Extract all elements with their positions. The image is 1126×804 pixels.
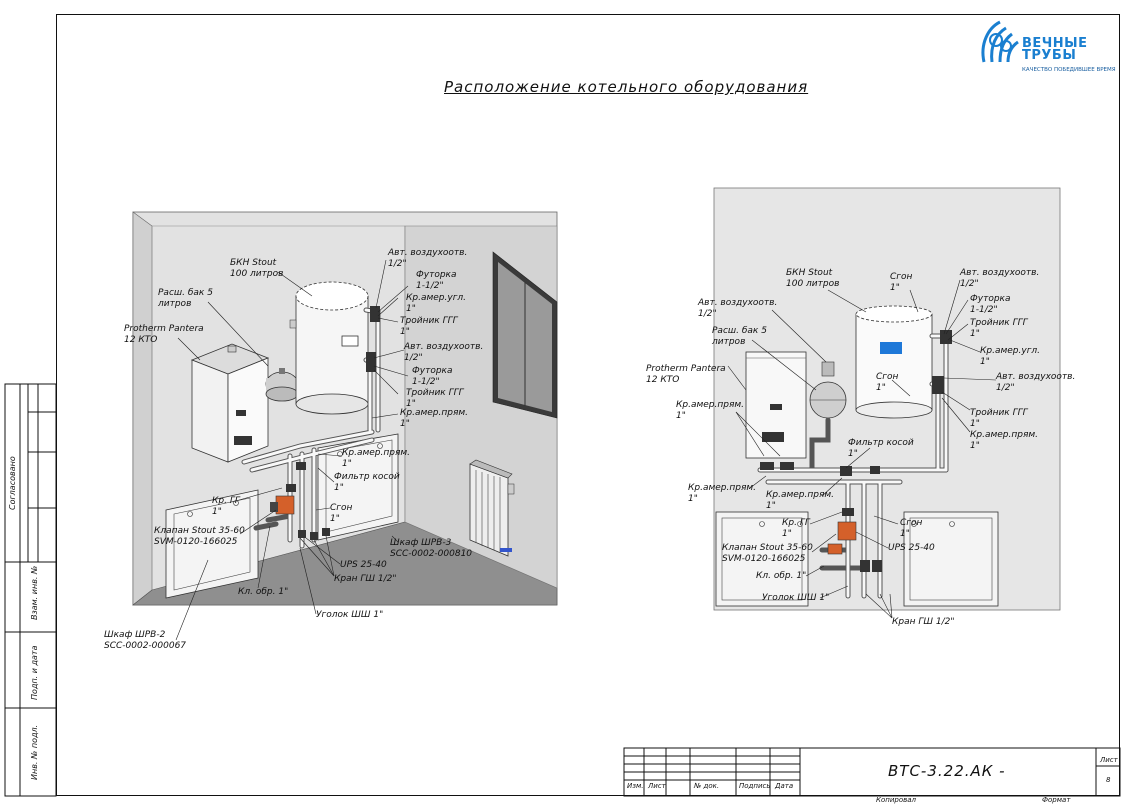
- logo-name-line2: ТРУБЫ: [1022, 48, 1077, 63]
- logo-name-line1: ВЕЧНЫЕ: [1022, 36, 1088, 51]
- cabinet-right-2: [903, 511, 999, 607]
- label-futorka-right: Футорка 1-1/2": [970, 294, 1011, 315]
- label-kr-gg-right: Кр. ГГ 1": [782, 518, 810, 539]
- label-futorka-bot-left: Футорка 1-1/2": [412, 366, 453, 387]
- label-kr-amer-pryam-2-left: Кр.амер.прям. 1": [342, 448, 411, 469]
- expansion-tank-left: [265, 368, 299, 402]
- label-troynik-top-left: Тройник ГГГ 1": [400, 316, 458, 337]
- label-bkn-right: БКН Stout 100 литров: [786, 268, 840, 289]
- label-shkaf3-left: Шкаф ШРВ-3 SCC-0002-000810: [390, 538, 473, 559]
- stamp-soglasovano: Согласовано: [8, 456, 17, 510]
- label-ras-bak-left: Расш. бак 5 литров: [158, 288, 213, 309]
- tb-kopiroval: Копировал: [876, 796, 916, 804]
- label-protherm-right: Protherm Pantera 12 КТО: [646, 364, 726, 385]
- leader-lines-left: [175, 259, 409, 641]
- label-filtr-left: Фильтр косой 1": [334, 472, 400, 493]
- label-kr-amer-ugl-right: Кр.амер.угл. 1": [980, 346, 1041, 367]
- label-shkaf2-left: Шкаф ШРВ-2 SCC-0002-000067: [104, 630, 187, 651]
- pump-ups-left: [270, 495, 295, 515]
- label-sgon-bot-right: Сгон 1": [900, 518, 923, 539]
- label-sgon-mid-right: Сгон 1": [876, 372, 899, 393]
- logo-mark-icon: [981, 20, 1019, 63]
- label-futorka-top-left: Футорка 1-1/2": [416, 270, 457, 291]
- cabinet-shrv2: [165, 489, 259, 599]
- boiler-protherm-right: [745, 351, 807, 459]
- label-avt-left-right: Авт. воздухоотв. 1/2": [698, 298, 778, 319]
- tb-format: Формат: [1042, 796, 1071, 804]
- tb-izm: Изм.: [627, 782, 644, 790]
- label-kr-amer-pryam-r-right: Кр.амер.прям. 1": [970, 430, 1039, 451]
- tb-ndok: № док.: [694, 782, 720, 790]
- title-block-grid: [623, 747, 1121, 797]
- label-kr-amer-pryam-1-left: Кр.амер.прям. 1": [400, 408, 469, 429]
- fittings-right: [760, 330, 952, 572]
- stamp-vzam: Взам. инв. №: [30, 565, 39, 620]
- label-sgon-top-right: Сгон 1": [890, 272, 913, 293]
- tb-list-label: Лист: [1100, 756, 1118, 764]
- logo-slogan: КАЧЕСТВО ПОБЕДИВШЕЕ ВРЕМЯ: [1022, 67, 1116, 73]
- water-heater-left: [289, 281, 369, 415]
- radiator: [469, 459, 515, 557]
- label-avt-top-left: Авт. воздухоотв. 1/2": [388, 248, 468, 269]
- label-kran-gsh-right: Кран ГШ 1/2": [892, 617, 955, 627]
- label-kr-amer-pryam-b2-right: Кр.амер.прям. 1": [766, 490, 835, 511]
- label-klapan-left: Клапан Stout 35-60 SVM-0120-166025: [154, 526, 245, 547]
- label-ups-left: UPS 25-40: [340, 560, 387, 570]
- label-kr-amer-pryam-b1-right: Кр.амер.прям. 1": [688, 483, 757, 504]
- label-avt-top-right: Авт. воздухоотв. 1/2": [960, 268, 1040, 289]
- drawing-code: ВТС-3.22.АК -: [888, 762, 1006, 780]
- label-kr-amer-pryam-l-right: Кр.амер.прям. 1": [676, 400, 745, 421]
- label-sgon-left: Сгон 1": [330, 503, 353, 524]
- label-avt-right-right: Авт. воздухоотв. 1/2": [996, 372, 1076, 393]
- label-troynik-top-right: Тройник ГГГ 1": [970, 318, 1028, 339]
- stamp-podp: Подп. и дата: [30, 645, 39, 701]
- label-protherm-left: Protherm Pantera 12 КТО: [124, 324, 204, 345]
- tb-podpis: Подпись: [739, 782, 771, 790]
- left-room-view: [132, 211, 558, 606]
- label-troynik-bot-left: Тройник ГГГ 1": [406, 388, 464, 409]
- expansion-tank-right: [809, 361, 847, 419]
- fittings-left: [286, 306, 380, 540]
- label-bkn-left: БКН Stout 100 литров: [230, 258, 284, 279]
- label-troynik-bot-right: Тройник ГГГ 1": [970, 408, 1028, 429]
- label-ugolok-right: Уголок ШШ 1": [762, 593, 830, 603]
- tb-data: Дата: [775, 782, 794, 790]
- label-kl-obr-left: Кл. обр. 1": [238, 587, 289, 597]
- boiler-protherm-left: [190, 343, 270, 463]
- cabinet-right-1: [715, 511, 809, 607]
- label-kl-obr-right: Кл. обр. 1": [756, 571, 807, 581]
- label-ras-bak-right: Расш. бак 5 литров: [712, 326, 767, 347]
- label-ups-right: UPS 25-40: [888, 543, 935, 553]
- cabinet-shrv3: [317, 433, 399, 541]
- side-stamp-grid: [4, 383, 57, 797]
- leader-lines-right: [727, 279, 997, 619]
- label-kr-amer-ugl-left: Кр.амер.угл. 1": [406, 293, 467, 314]
- tb-list-num: 8: [1106, 776, 1111, 784]
- label-ugolok-left: Уголок ШШ 1": [316, 610, 384, 620]
- label-avt-bot-left: Авт. воздухоотв. 1/2": [404, 342, 484, 363]
- right-room-view: [713, 187, 1061, 611]
- water-heater-right: [855, 305, 933, 419]
- label-kr-gg-left: Кр. ГГ 1": [212, 496, 240, 517]
- pump-ups-right: [827, 521, 857, 555]
- stamp-inv: Инв. № подл.: [30, 724, 39, 780]
- page-title: Расположение котельного оборудования: [444, 78, 809, 96]
- label-filtr-right: Фильтр косой 1": [848, 438, 914, 459]
- label-kran-gsh-left: Кран ГШ 1/2": [334, 574, 397, 584]
- tb-list: Лист: [648, 782, 666, 790]
- label-klapan-right: Клапан Stout 35-60 SVM-0120-166025: [722, 543, 813, 564]
